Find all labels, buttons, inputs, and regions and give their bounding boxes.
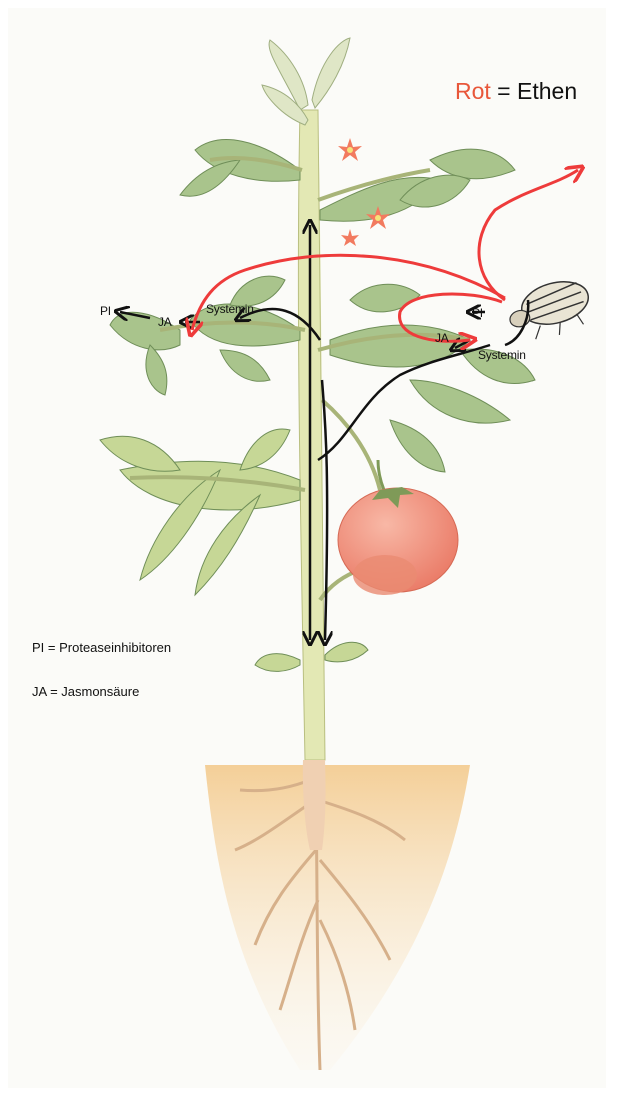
legend-ethylene: Rot = Ethen bbox=[455, 78, 577, 105]
label-pi-left: PI bbox=[100, 304, 111, 318]
label-ja-left: JA bbox=[158, 315, 172, 329]
legend-pi: PI = Proteaseinhibitoren bbox=[32, 640, 171, 655]
label-pi-right: PI bbox=[472, 306, 483, 320]
legend-color-word: Rot bbox=[455, 78, 491, 104]
label-ja-right: JA bbox=[435, 331, 449, 345]
legend-ja: JA = Jasmonsäure bbox=[32, 684, 139, 699]
label-systemin-left: Systemin bbox=[206, 302, 254, 316]
label-systemin-right: Systemin bbox=[478, 348, 526, 362]
legend-color-rest: = Ethen bbox=[491, 78, 577, 104]
